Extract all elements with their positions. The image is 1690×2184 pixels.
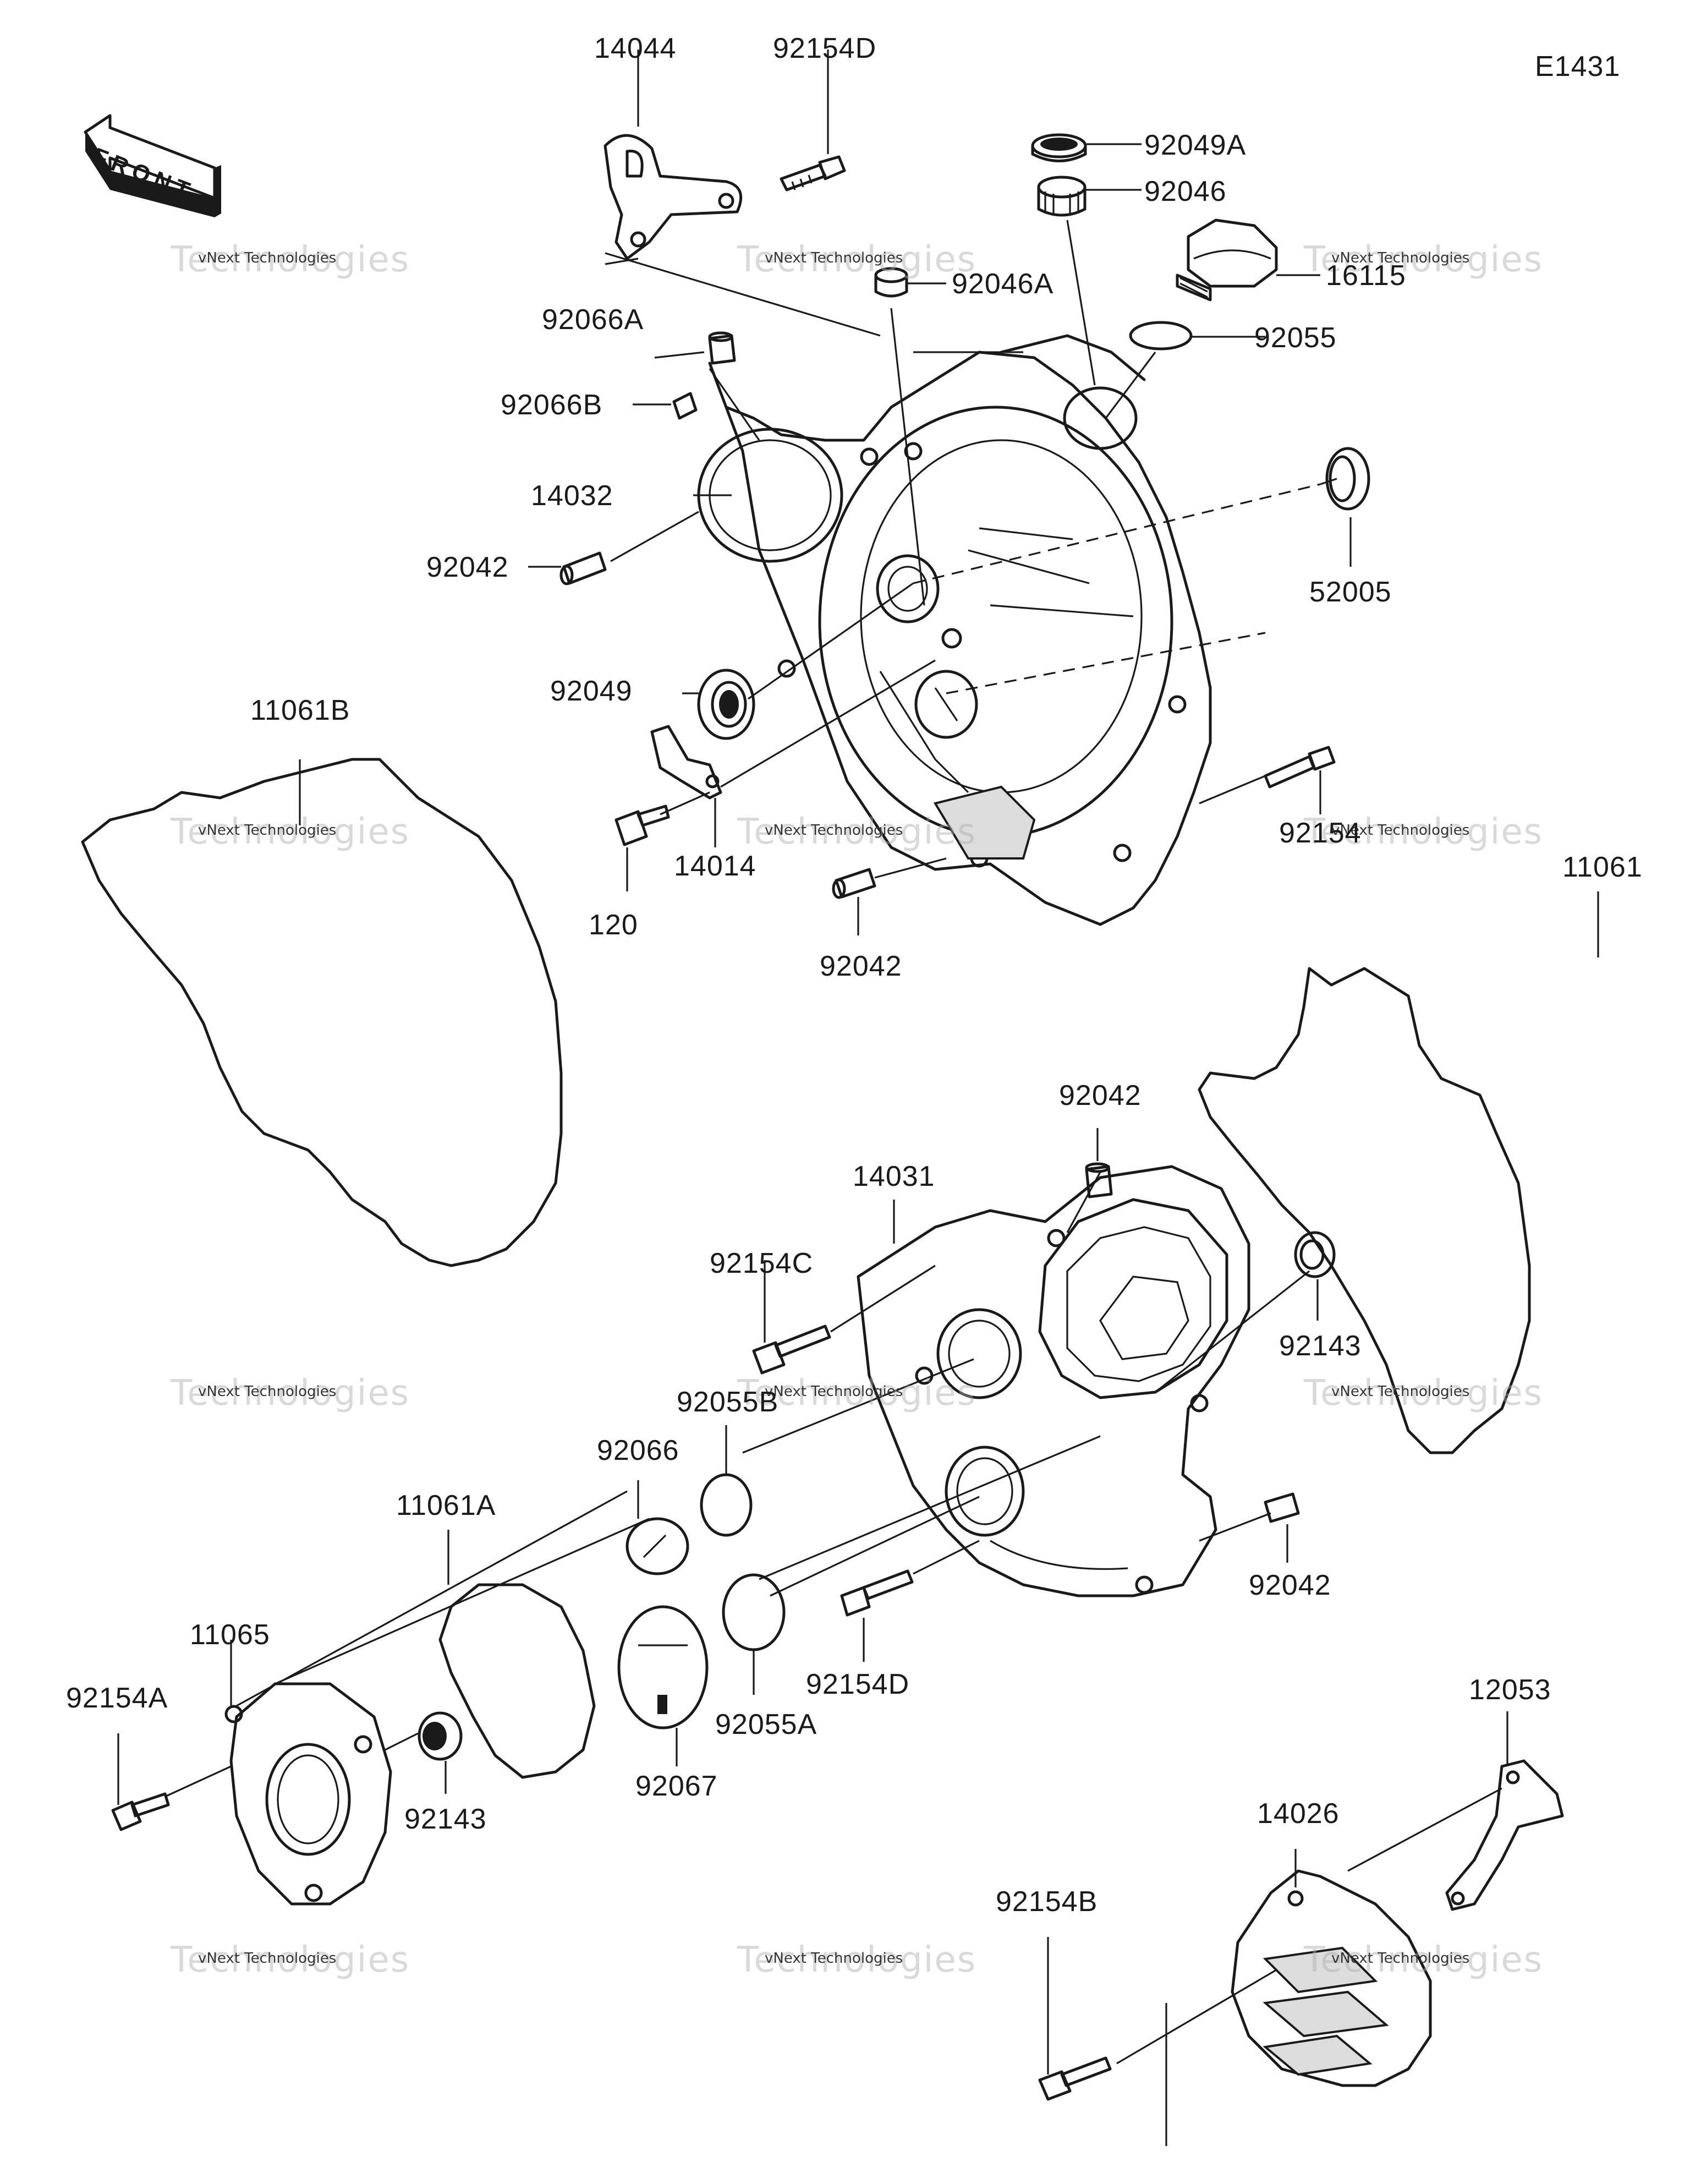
callout-14026: 14026 <box>1257 1798 1340 1830</box>
gasket-11061B <box>81 758 563 1267</box>
o-ring-92055A <box>722 1573 786 1651</box>
plate-14014 <box>650 725 722 800</box>
callout-92042: 92042 <box>820 950 902 982</box>
bracket-14044 <box>603 134 743 260</box>
bolt-92154D-top <box>780 155 846 191</box>
leader-lines <box>117 50 1599 2074</box>
gasket-11061 <box>1198 967 1531 1454</box>
bolt-120 <box>614 804 670 846</box>
callout-92055: 92055 <box>1254 322 1337 354</box>
clutch-cover-14032 <box>697 334 1212 926</box>
generator-cover-14031 <box>857 1165 1250 1597</box>
bolt-92154B <box>1038 2056 1112 2101</box>
callout-14032: 14032 <box>531 480 613 512</box>
o-ring-92055B <box>700 1473 753 1537</box>
callout-11061: 11061 <box>1562 851 1643 883</box>
callout-12053: 12053 <box>1469 1674 1551 1706</box>
dowel-92066B <box>672 392 698 420</box>
o-ring-92055 <box>1129 321 1193 351</box>
callout-92066: 92066 <box>597 1435 679 1466</box>
callout-92049A: 92049A <box>1144 129 1247 161</box>
callout-92143: 92143 <box>1279 1330 1362 1362</box>
callout-92154B: 92154B <box>996 1886 1098 1918</box>
bolt-92154D-bottom <box>840 1569 914 1617</box>
callout-92042: 92042 <box>426 551 509 583</box>
callout-11065: 11065 <box>190 1619 270 1651</box>
bolt-92154C <box>752 1324 831 1375</box>
callout-92046A: 92046A <box>952 268 1054 300</box>
seal-52005 <box>1325 447 1370 511</box>
gasket-11061A <box>438 1583 596 1779</box>
alignment-lines <box>164 220 1502 2146</box>
diagram-code: E1431 <box>1535 51 1621 83</box>
callout-92046: 92046 <box>1144 176 1227 207</box>
cover-11065 <box>224 1682 392 1906</box>
callout-120: 120 <box>589 909 638 941</box>
plug-92066 <box>625 1517 689 1575</box>
dowel-92042-top-right <box>1085 1162 1113 1198</box>
dowel-92042-lower <box>832 868 876 899</box>
callout-92154: 92154 <box>1279 817 1362 849</box>
dowel-92042-bottom-right <box>1264 1492 1300 1523</box>
callout-92143: 92143 <box>404 1803 487 1835</box>
callout-92154D: 92154D <box>806 1668 910 1700</box>
bearing-92046 <box>1037 176 1087 217</box>
collar-92143-left <box>418 1711 463 1761</box>
callout-16115: 16115 <box>1326 260 1406 292</box>
bolt-92154 <box>1264 746 1336 789</box>
callout-52005: 52005 <box>1309 576 1392 608</box>
callout-92067: 92067 <box>635 1770 718 1802</box>
oil-cap-16115 <box>1176 218 1278 302</box>
callout-92049: 92049 <box>550 675 633 707</box>
bearing-92046A <box>874 267 908 298</box>
callout-92042: 92042 <box>1249 1569 1331 1601</box>
plug-92067 <box>617 1605 709 1729</box>
front-arrow-icon <box>84 114 221 217</box>
callout-92042: 92042 <box>1059 1080 1142 1112</box>
bracket-12053 <box>1445 1759 1564 1911</box>
sprocket-cover-14026 <box>1231 1869 1432 2087</box>
callout-92154C: 92154C <box>710 1247 814 1279</box>
bolt-92154A <box>111 1792 170 1831</box>
callout-14031: 14031 <box>853 1161 935 1192</box>
collar-92143-right <box>1294 1231 1336 1278</box>
callout-92055B: 92055B <box>677 1386 779 1418</box>
callout-11061A: 11061A <box>396 1490 496 1521</box>
dowel-92066A <box>708 331 736 365</box>
callout-14044: 14044 <box>594 32 677 64</box>
seal-92049 <box>697 669 755 740</box>
callout-92154D: 92154D <box>773 32 877 64</box>
seal-92049A <box>1031 133 1087 162</box>
callout-11061B: 11061B <box>250 694 350 726</box>
callout-92066A: 92066A <box>542 304 644 336</box>
callout-14014: 14014 <box>674 850 756 882</box>
callout-92055A: 92055A <box>715 1709 817 1740</box>
callout-92154A: 92154A <box>66 1682 168 1714</box>
dowel-92042-upper <box>559 551 607 585</box>
callout-92066B: 92066B <box>501 389 603 421</box>
